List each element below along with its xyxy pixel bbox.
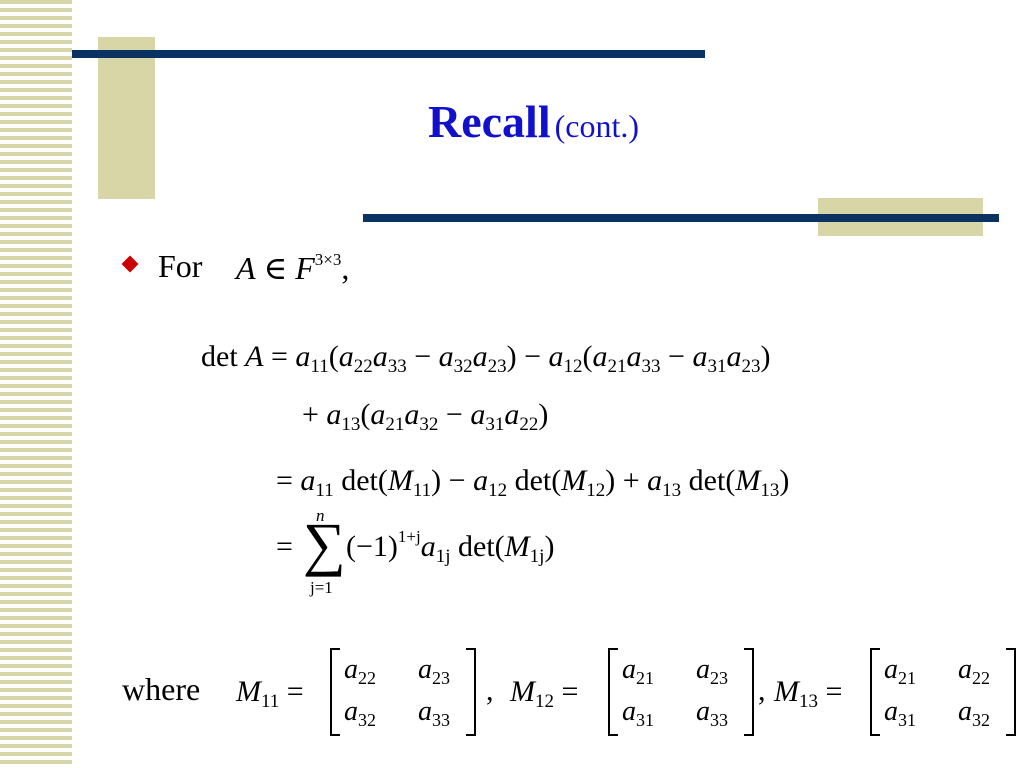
equation-line-4-equals: = [276, 530, 293, 563]
diamond-bullet-icon [121, 255, 139, 273]
comma-separator: , [486, 674, 494, 707]
matrix-m12: a21 a23 a31 a33 [608, 648, 754, 736]
slide-title: Recall (cont.) [428, 95, 639, 148]
where-label: where [122, 671, 201, 707]
title-sub: (cont.) [554, 108, 640, 144]
sum-upper-limit: n [316, 506, 325, 525]
matrix-m13: a21 a22 a31 a32 [870, 648, 1016, 736]
bullet-text: For [158, 248, 203, 284]
matrix-m11: a22 a23 a32 a33 [330, 648, 476, 736]
matrix-domain-expression: A ∈ F3×3, [236, 250, 350, 286]
equation-line-2: + a13(a21a32 − a31a22) [302, 398, 549, 435]
m11-label: M11 = [236, 675, 304, 712]
title-underline-bar [363, 214, 999, 222]
sum-lower-limit: j=1 [310, 578, 333, 597]
equation-line-3: = a11 det(M11) − a12 det(M12) + a13 det(… [276, 464, 790, 501]
title-main: Recall [428, 96, 551, 147]
left-stripe-decoration [0, 0, 72, 768]
top-accent-bar [72, 50, 705, 58]
m13-label: M13 = [774, 675, 843, 712]
m12-label: M12 = [510, 675, 579, 712]
equation-line-4: (−1)1+ja1j det(M1j) [346, 527, 555, 567]
sum-symbol: ∑ [303, 511, 346, 577]
equation-line-1: det A = a11(a22a33 − a32a23) − a12(a21a3… [201, 340, 771, 377]
top-accent-block [98, 37, 155, 199]
comma-separator: , [758, 674, 766, 707]
